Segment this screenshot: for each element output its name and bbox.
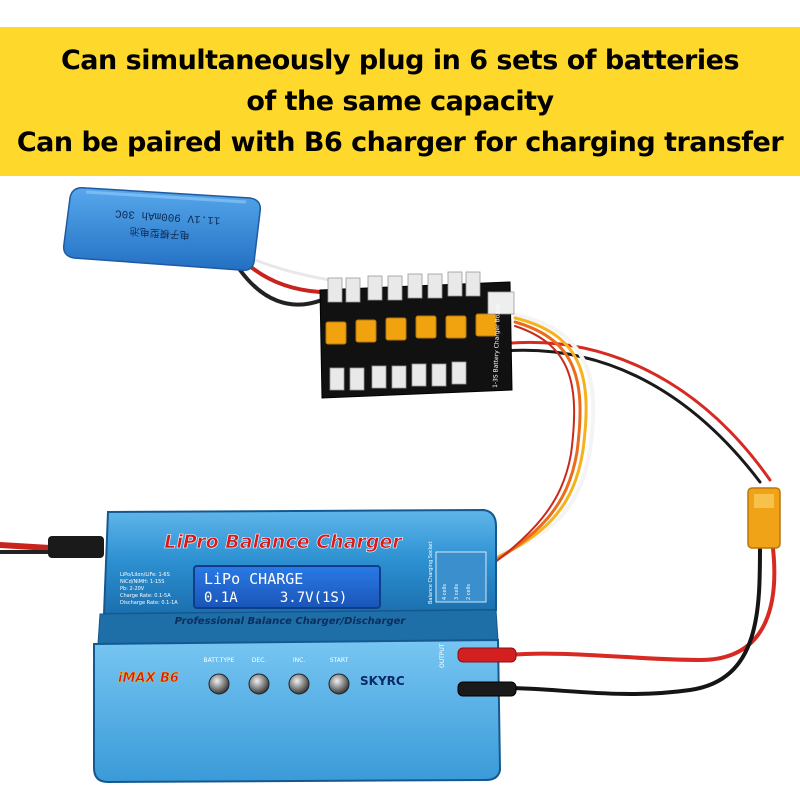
inc-label: INC. <box>293 657 305 664</box>
board-balance-output <box>487 291 515 315</box>
start-label: START <box>330 657 349 664</box>
svg-text:NiCd/NiMH: 1-15S: NiCd/NiMH: 1-15S <box>120 579 164 585</box>
svg-text:LiPo/LiIon/LiFe: 1-6S: LiPo/LiIon/LiFe: 1-6S <box>120 572 170 578</box>
batt-type-label: BATT.TYPE <box>204 657 235 664</box>
lcd-line-1: LiPo CHARGE <box>204 570 303 588</box>
svg-text:Charge Rate: 0.1-5A: Charge Rate: 0.1-5A <box>120 593 171 599</box>
headline-banner: Can simultaneously plug in 6 sets of bat… <box>0 27 800 176</box>
headline-line-2: of the same capacity <box>246 86 554 117</box>
batt-type-button[interactable] <box>208 673 230 695</box>
lipo-battery: 11.1V 900mAh 30C 电子模型电池 <box>62 186 262 272</box>
dc-input-plug <box>48 536 104 558</box>
board-side-text: 1-3S Battery Charger Board <box>492 305 502 389</box>
start-button[interactable] <box>328 673 350 695</box>
inc-button[interactable] <box>288 673 310 695</box>
svg-text:Pb: 2-20V: Pb: 2-20V <box>120 586 145 592</box>
svg-text:Discharge Rate: 0.1-1A: Discharge Rate: 0.1-1A <box>120 600 178 606</box>
headline-line-3: Can be paired with B6 charger for chargi… <box>16 127 784 158</box>
red-banana-plug <box>457 647 517 663</box>
svg-text:4 cells: 4 cells <box>442 584 448 600</box>
battery-black-lead <box>238 268 324 307</box>
charger-brand-title: LiPro Balance Charger <box>164 531 403 553</box>
dec-label: DEC. <box>252 657 267 664</box>
svg-text:3 cells: 3 cells <box>454 584 460 600</box>
charger-specs: LiPo/LiIon/LiFe: 1-6S NiCd/NiMH: 1-15S P… <box>120 572 178 606</box>
balance-lead-wire <box>478 313 596 562</box>
xt60-red-wire <box>508 538 777 663</box>
lcd-screen <box>193 565 381 609</box>
xt60-connector <box>747 487 781 549</box>
charger-subtitle: Professional Balance Charger/Discharger <box>175 616 407 627</box>
board-output-red <box>490 340 772 482</box>
dc-input-cable <box>0 542 53 551</box>
balance-socket-label: Balance Charging Socket <box>428 542 434 604</box>
output-banana-plugs <box>457 647 517 697</box>
dec-button[interactable] <box>248 673 270 695</box>
balance-socket <box>435 551 487 603</box>
battery-label-line2: 电子模型电池 <box>129 225 190 242</box>
svg-text:2 cells: 2 cells <box>466 584 472 600</box>
imax-b6-logo: iMAX B6 <box>118 671 179 686</box>
xt60-black-wire <box>503 543 762 696</box>
skyrc-logo: SKYRC <box>360 674 405 688</box>
output-label: OUTPUT <box>439 643 446 668</box>
cables <box>0 256 777 696</box>
black-banana-plug <box>457 681 517 697</box>
parallel-charging-board: 1-3S Battery Charger Board <box>319 271 515 399</box>
imax-b6-charger: LiPro Balance Charger LiPo/LiIon/LiFe: 1… <box>48 508 517 784</box>
board-bottom-connectors <box>329 361 467 391</box>
board-top-connectors <box>327 271 481 303</box>
headline-line-1: Can simultaneously plug in 6 sets of bat… <box>60 45 740 76</box>
board-xt30-connectors <box>325 313 497 345</box>
lcd-line-2: 0.1A 3.7V(1S) <box>204 590 347 606</box>
